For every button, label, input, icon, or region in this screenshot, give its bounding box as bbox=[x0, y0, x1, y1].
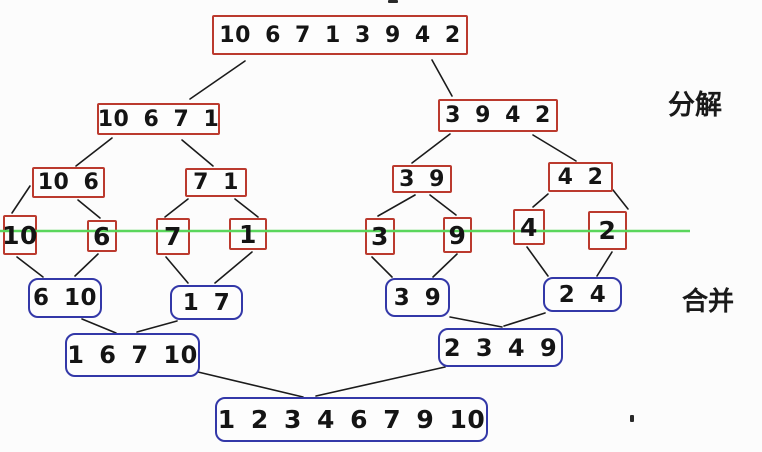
tree-node-text: 4 bbox=[520, 212, 538, 242]
tree-node-split-4-2: 4 2 bbox=[548, 162, 613, 192]
connector-line bbox=[181, 139, 214, 167]
tree-node-merge-final: 1 2 3 4 6 7 9 10 bbox=[215, 397, 488, 442]
tree-node-root: 10 6 7 1 3 9 4 2 bbox=[212, 15, 468, 55]
tree-node-text: 1 7 bbox=[182, 289, 231, 316]
tree-node-merge-2-3-4-9: 2 3 4 9 bbox=[438, 328, 563, 367]
tree-node-text: 1 6 7 10 bbox=[67, 341, 198, 369]
tree-node-split-7-1: 7 1 bbox=[185, 168, 247, 197]
tree-node-text: 7 bbox=[164, 222, 182, 251]
tree-node-leaf-10: 10 bbox=[2, 215, 38, 255]
tree-node-leaf-7: 7 bbox=[156, 218, 190, 255]
connector-line bbox=[429, 194, 457, 216]
connector-line bbox=[16, 256, 44, 278]
tree-node-split-10671: 10 6 7 1 bbox=[97, 103, 220, 135]
tree-node-text: 3 bbox=[371, 222, 389, 251]
tree-node-text: 10 6 7 1 bbox=[97, 106, 220, 132]
connector-line bbox=[136, 320, 178, 333]
tree-node-text: 10 6 7 1 3 9 4 2 bbox=[219, 22, 461, 48]
connector-line bbox=[503, 312, 546, 327]
tree-node-split-3-9: 3 9 bbox=[392, 165, 452, 193]
tree-node-text: 10 6 bbox=[37, 170, 100, 195]
connector-line bbox=[526, 246, 549, 277]
connector-line bbox=[81, 318, 117, 334]
tree-node-text: 6 10 bbox=[32, 285, 98, 311]
connector-line bbox=[612, 189, 629, 210]
tree-node-leaf-3: 3 bbox=[365, 218, 395, 255]
tree-node-merge-1-6-7-10: 1 6 7 10 bbox=[65, 333, 200, 377]
tree-node-text: 1 2 3 4 6 7 9 10 bbox=[217, 405, 486, 434]
tree-node-text: 3 9 bbox=[399, 166, 445, 192]
label-merge-phase: 合并 bbox=[682, 287, 735, 317]
tree-node-text: 9 bbox=[448, 220, 467, 250]
connector-line bbox=[377, 194, 416, 217]
tree-node-leaf-9: 9 bbox=[443, 217, 472, 253]
connector-line bbox=[189, 60, 246, 100]
tree-node-text: 3 9 bbox=[393, 284, 442, 311]
connector-line bbox=[197, 371, 304, 398]
connector-line bbox=[532, 134, 577, 162]
connector-line bbox=[234, 198, 259, 218]
tree-node-text: 10 bbox=[2, 220, 38, 250]
connector-line bbox=[74, 253, 99, 277]
connector-line bbox=[596, 251, 613, 277]
connector-line bbox=[411, 133, 451, 164]
tree-node-split-10-6: 10 6 bbox=[32, 167, 105, 198]
stray-mark bbox=[630, 415, 634, 422]
tree-node-leaf-2: 2 bbox=[588, 211, 627, 250]
connector-line bbox=[432, 253, 458, 278]
tree-node-text: 4 2 bbox=[557, 164, 604, 190]
tree-node-split-3942: 3 9 4 2 bbox=[438, 99, 558, 132]
tree-node-merge-3-9: 3 9 bbox=[385, 278, 450, 317]
tree-node-leaf-1: 1 bbox=[229, 218, 267, 250]
tree-node-text: 2 4 bbox=[558, 281, 607, 308]
connector-line bbox=[164, 198, 189, 218]
tree-node-merge-1-7: 1 7 bbox=[170, 285, 243, 320]
tree-node-leaf-4: 4 bbox=[513, 209, 545, 245]
tree-node-text: 3 9 4 2 bbox=[445, 103, 551, 128]
connector-line bbox=[431, 59, 453, 97]
connector-line bbox=[449, 316, 503, 328]
tree-node-merge-6-10: 6 10 bbox=[28, 278, 102, 318]
connector-line bbox=[165, 256, 189, 284]
connector-line bbox=[315, 366, 446, 397]
connector-line bbox=[77, 199, 101, 219]
connector-line bbox=[532, 193, 549, 208]
connector-line bbox=[371, 256, 393, 278]
connector-line bbox=[11, 185, 31, 214]
tree-node-merge-2-4: 2 4 bbox=[543, 277, 622, 312]
tree-node-text: 1 bbox=[239, 219, 257, 249]
label-decompose-phase: 分解 bbox=[668, 90, 722, 121]
tree-node-text: 2 3 4 9 bbox=[443, 333, 558, 362]
tree-node-leaf-6: 6 bbox=[87, 220, 117, 252]
connector-line bbox=[75, 137, 113, 167]
tree-node-text: 6 bbox=[93, 221, 111, 251]
connector-line bbox=[214, 251, 253, 284]
tree-node-text: 2 bbox=[598, 216, 617, 245]
tree-node-text: 7 1 bbox=[193, 170, 239, 195]
stray-mark bbox=[388, 0, 398, 3]
